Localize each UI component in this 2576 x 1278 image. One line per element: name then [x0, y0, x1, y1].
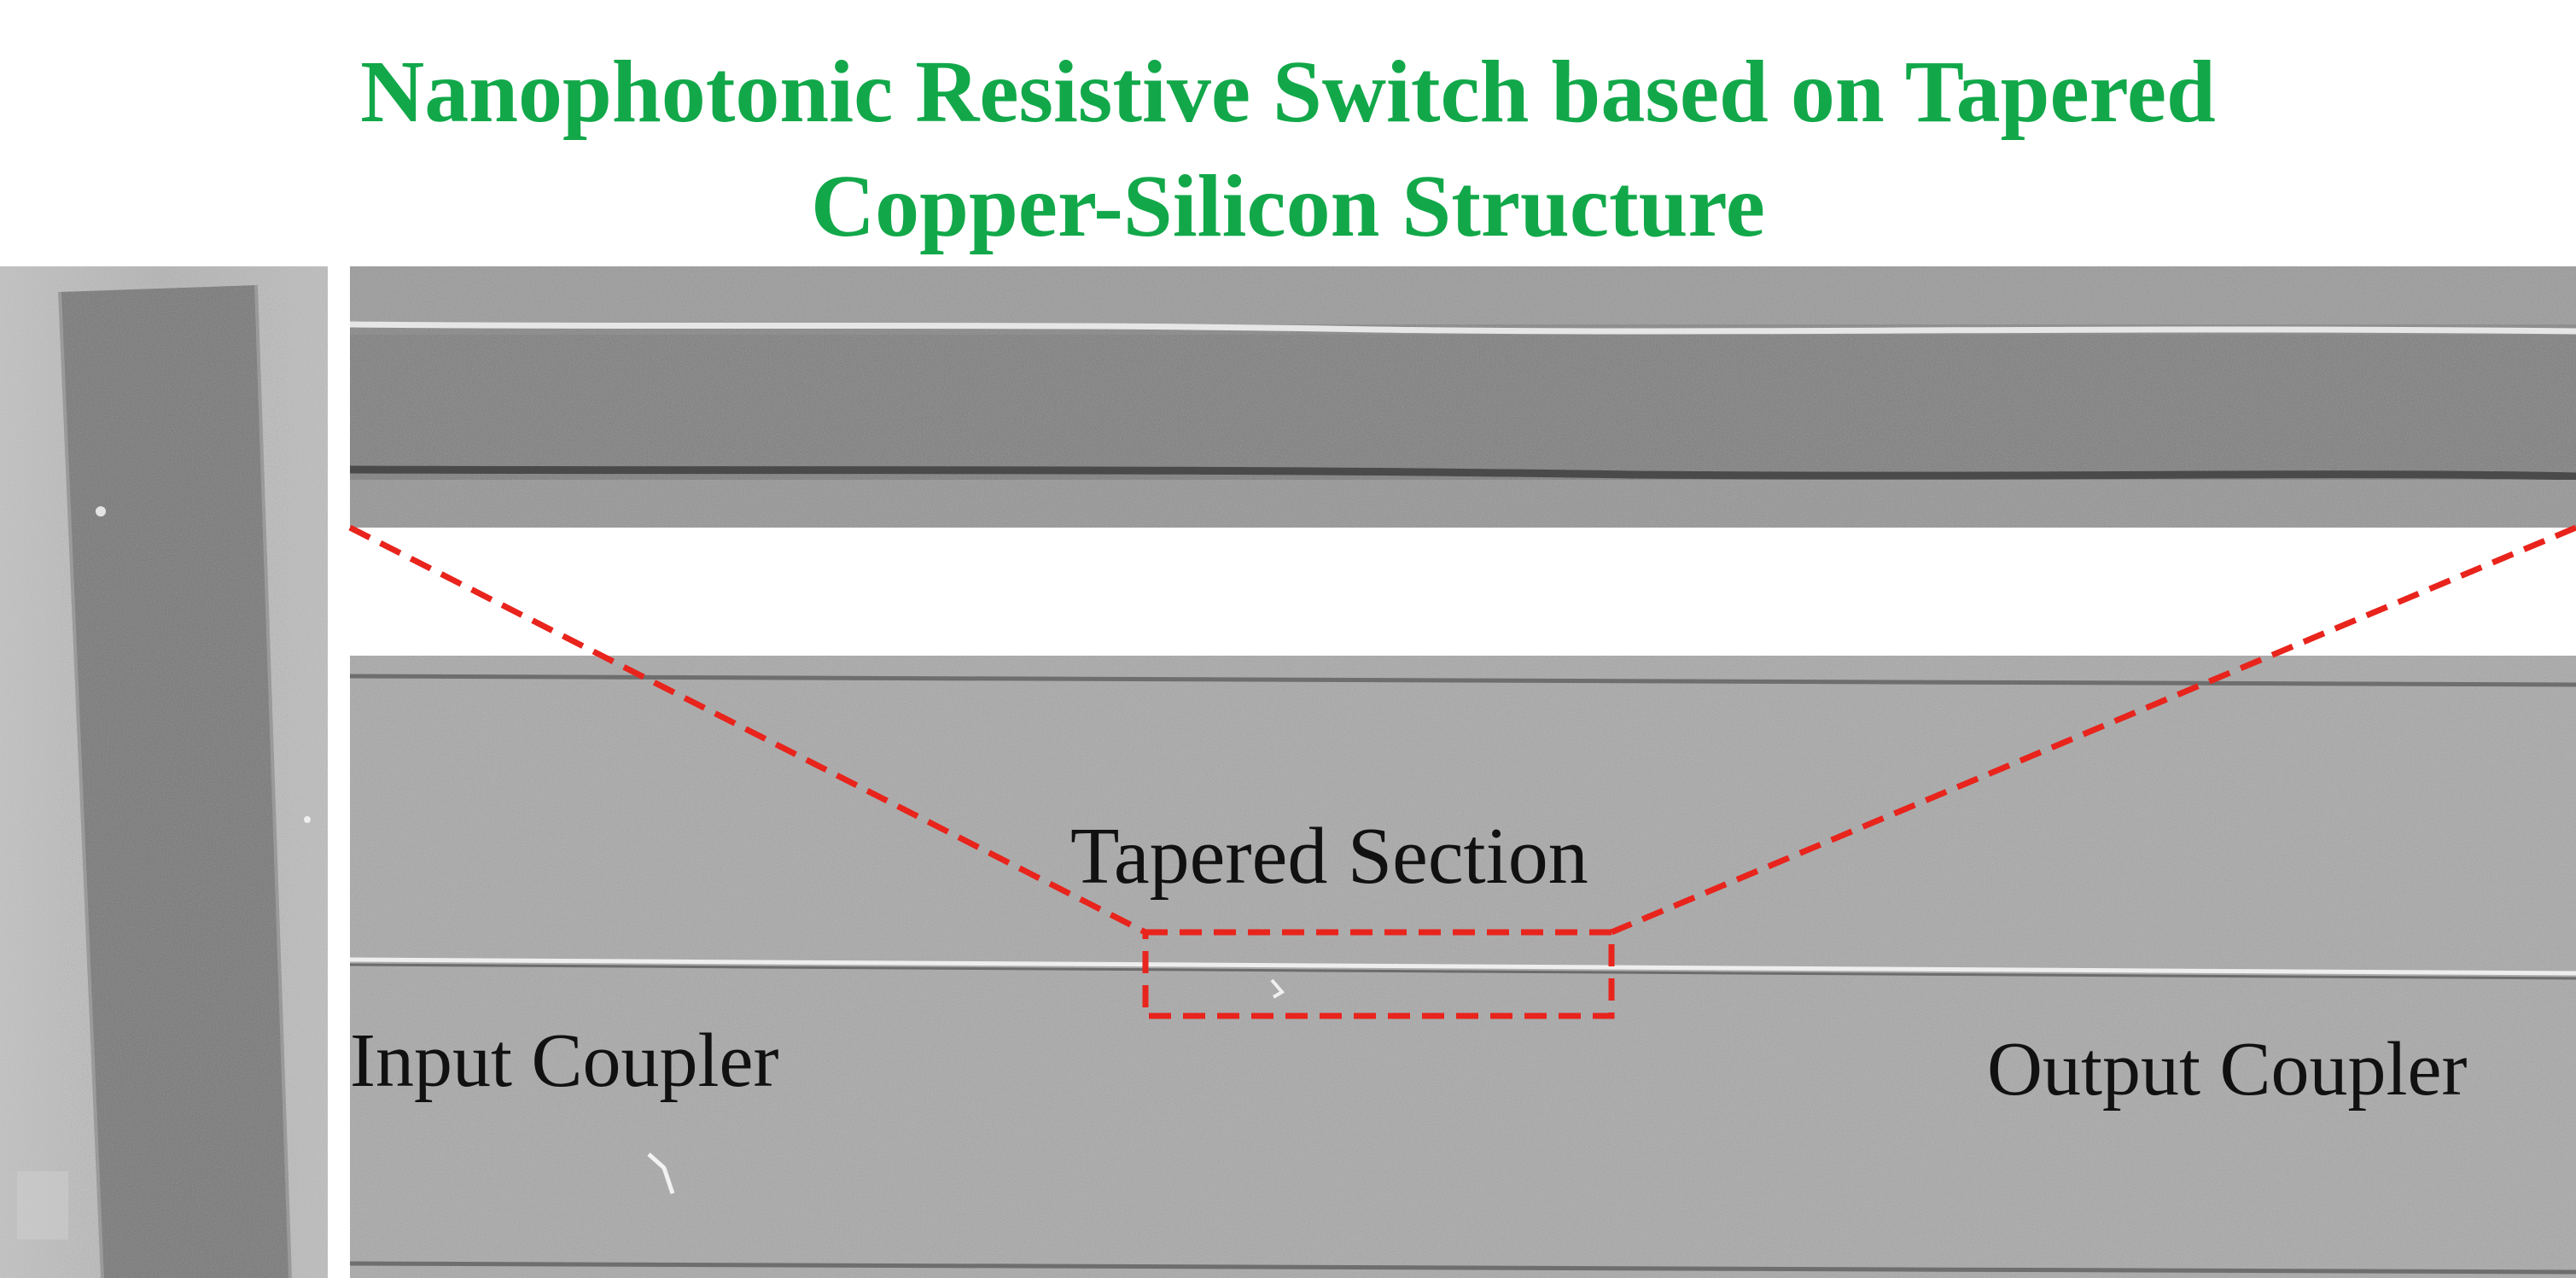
sem-image-vertical-waveguide — [0, 266, 328, 1278]
tapered-section-label: Tapered Section — [1070, 812, 1588, 901]
figure-title-line-1: Nanophotonic Resistive Switch based on T… — [360, 43, 2216, 141]
sem-image-zoomed-tapered-section — [350, 266, 2576, 528]
sem-image-full-device — [350, 656, 2576, 1278]
output-coupler-label: Output Coupler — [1987, 1027, 2468, 1112]
figure-title-line-2: Copper-Silicon Structure — [811, 157, 1765, 255]
input-coupler-label: Input Coupler — [350, 1018, 779, 1103]
